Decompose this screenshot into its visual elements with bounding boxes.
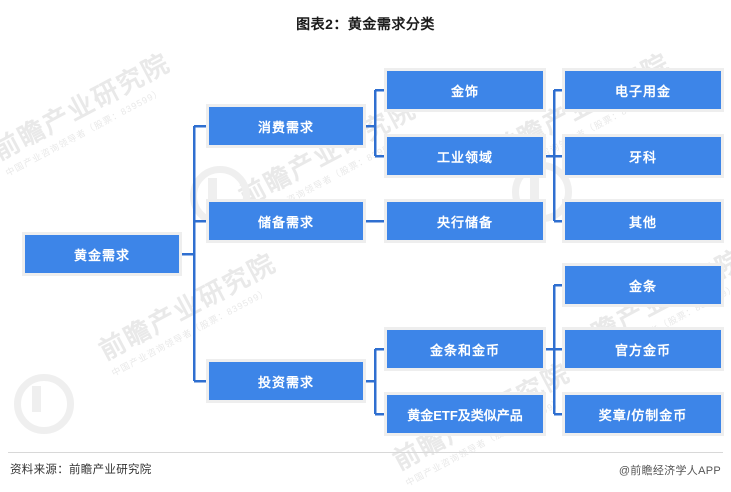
node-officialcoin[interactable]: 官方金币 (562, 327, 724, 371)
node-goldbar[interactable]: 金条 (562, 263, 724, 307)
node-etf[interactable]: 黄金ETF及类似产品 (384, 392, 546, 436)
node-industrial[interactable]: 工业领域 (384, 134, 546, 178)
node-barcoin[interactable]: 金条和金币 (384, 327, 546, 371)
node-root[interactable]: 黄金需求 (22, 232, 182, 276)
brand-label: @前瞻经济学人APP (618, 465, 721, 477)
footer-divider (8, 452, 723, 453)
node-electronic[interactable]: 电子用金 (562, 68, 724, 112)
source-label: 资料来源：前瞻产业研究院 (10, 464, 152, 476)
node-medal[interactable]: 奖章/仿制金币 (562, 392, 724, 436)
node-reserve[interactable]: 储备需求 (206, 199, 366, 243)
node-cbreserve[interactable]: 央行储备 (384, 199, 546, 243)
node-jewelry[interactable]: 金饰 (384, 68, 546, 112)
node-dental[interactable]: 牙科 (562, 134, 724, 178)
node-other[interactable]: 其他 (562, 199, 724, 243)
page-title: 图表2：黄金需求分类 (296, 16, 435, 32)
node-invest[interactable]: 投资需求 (206, 359, 366, 403)
node-consume[interactable]: 消费需求 (206, 104, 366, 148)
